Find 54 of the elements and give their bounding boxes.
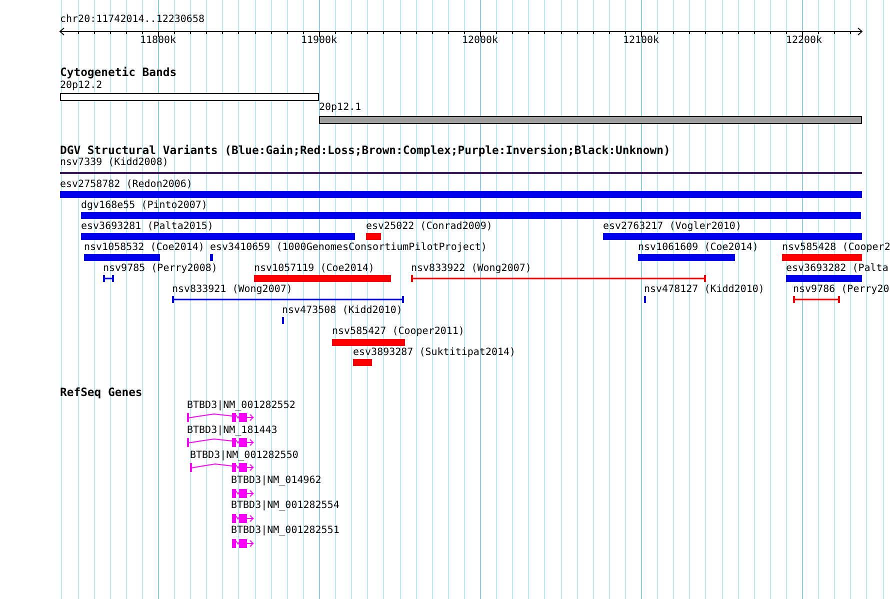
feature-label: esv25022 (Conrad2009) [366,221,492,232]
feature-label: nsv1061609 (Coe2014) [638,242,758,253]
chromosome-position: chr20:11742014..12230658 [60,14,204,25]
gene-feature [187,425,280,447]
track-title: Cytogenetic Bands [60,66,177,79]
gene-feature [231,500,342,523]
gene-feature [231,525,342,548]
track-title: RefSeq Genes [60,386,142,399]
cytoband [319,102,863,125]
feature-label: nsv9785 (Perry2008) [103,263,218,274]
variant-feature [411,263,706,284]
cytoband [60,80,320,102]
axis-tick-label: 11800k [140,35,176,46]
feature-label: esv3693281 (Palta2015) [81,221,214,232]
track-title: DGV Structural Variants (Blue:Gain;Red:Loss;Brown:Complex;Purple:Inversion;Black:Unknown) [60,144,670,157]
feature-label: nsv585428 (Cooper2 [782,242,890,253]
variant-feature [81,200,862,221]
variant-feature [60,179,863,200]
axis-tick-label: 12000k [462,35,498,46]
feature-label: BTBD3|NM_001282554 [231,500,340,511]
variant-feature [603,221,863,242]
variant-feature [786,263,890,284]
feature-label: 20p12.1 [319,102,362,113]
feature-label: nsv1058532 (Coe2014) [84,242,204,253]
gene-feature [231,475,324,498]
feature-label: BTBD3|NM_001282550 [190,450,298,461]
feature-label: nsv478127 (Kidd2010) [644,284,764,295]
feature-label: nsv9786 (Perry20 [793,284,890,295]
axis-tick-label: 12200k [786,35,822,46]
variant-feature [782,242,890,263]
feature-label: nsv585427 (Cooper2011) [332,326,464,337]
variant-feature [793,284,890,305]
feature-label: BTBD3|NM_181443 [187,425,278,436]
gene-feature [190,450,301,472]
feature-label: dgv168e55 (Pinto2007) [81,200,208,211]
variant-feature [172,284,404,305]
feature-label: nsv1057119 (Coe2014) [254,263,374,274]
feature-label: nsv7339 (Kidd2008) [60,157,168,168]
feature-label: BTBD3|NM_001282552 [187,400,296,411]
feature-label: nsv833921 (Wong2007) [172,284,292,295]
feature-label: esv3893287 (Suktitipat2014) [353,347,516,358]
axis-tick-label: 12100k [622,35,660,46]
feature-label: esv3410659 (1000GenomesConsortiumPilotProject) [210,242,487,253]
feature-label: BTBD3|NM_001282551 [231,525,340,536]
feature-label: nsv473508 (Kidd2010) [282,305,402,316]
feature-label: esv2763217 (Vogler2010) [603,221,742,232]
axis-tick-label: 11900k [300,35,338,46]
feature-label: esv3693282 (Palta [786,263,888,274]
variant-feature [254,263,392,284]
feature-label: nsv833922 (Wong2007) [411,263,532,274]
feature-label: BTBD3|NM_014962 [231,475,322,486]
feature-label: 20p12.2 [60,80,102,91]
feature-label: esv2758782 (Redon2006) [60,179,192,190]
variant-feature [81,221,356,242]
